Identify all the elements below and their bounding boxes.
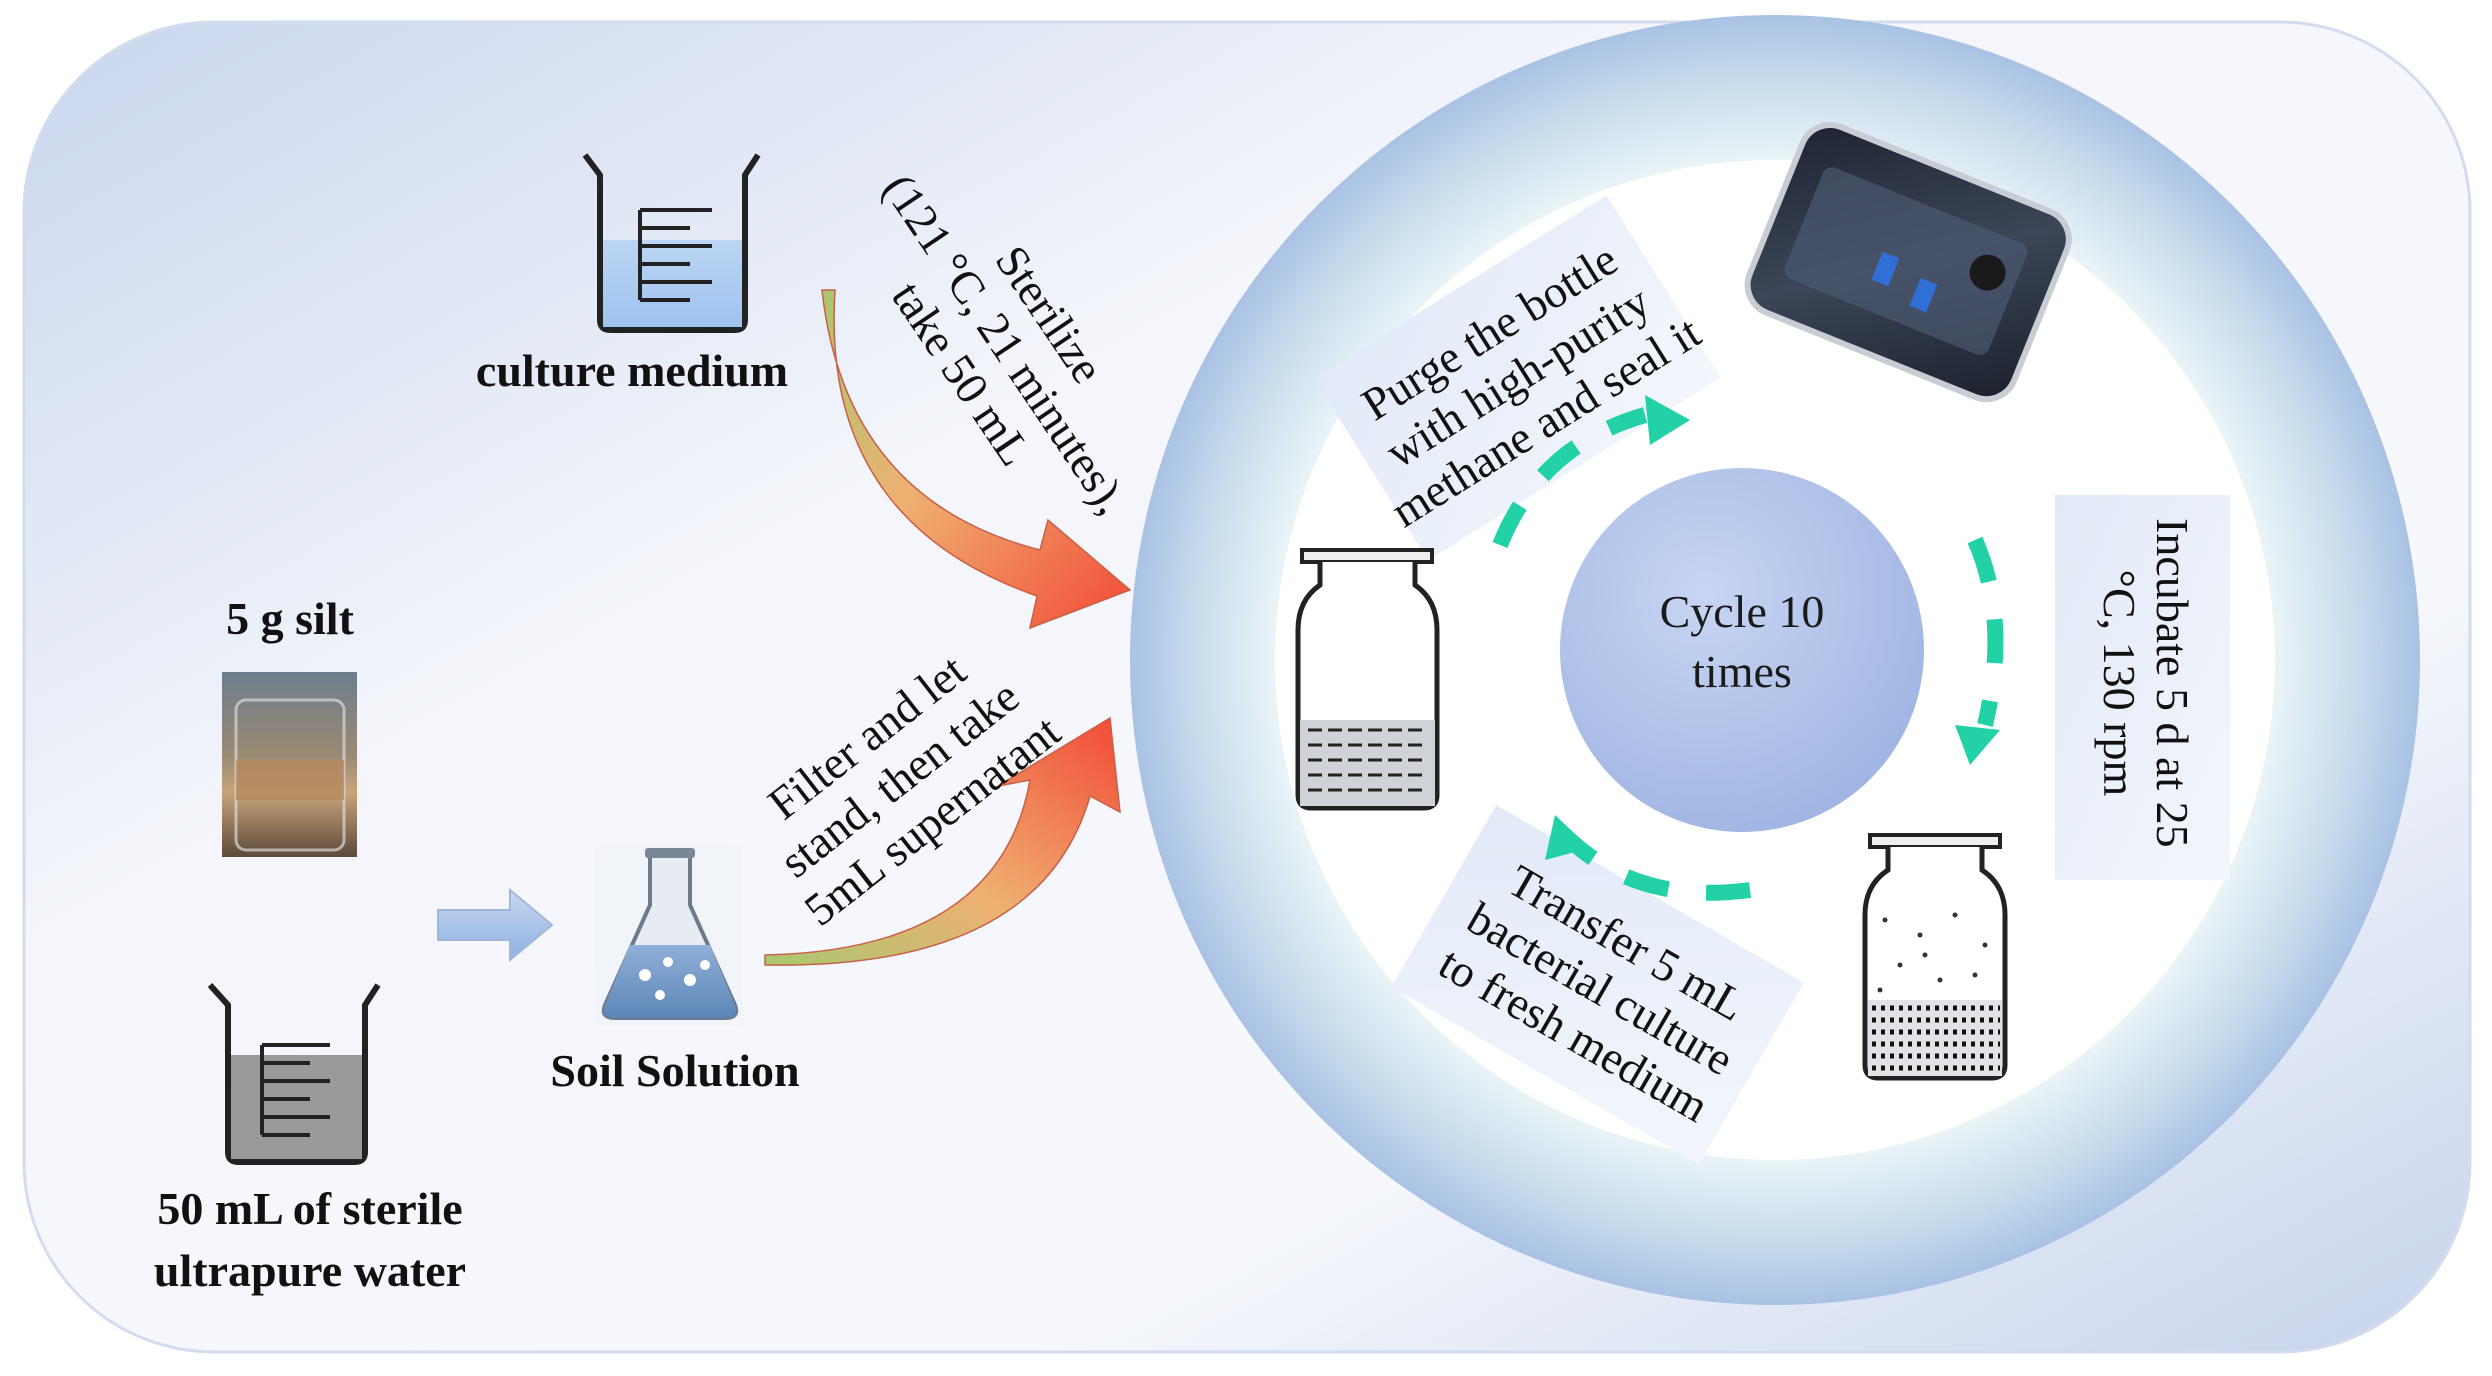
incubate-line1: Incubate 5 d at 25 — [2146, 518, 2198, 848]
culture-medium-label: culture medium — [475, 345, 789, 396]
to-soil-solution-arrow — [437, 887, 554, 963]
water-label-line1: 50 mL of sterile — [157, 1183, 463, 1234]
bottle-icon-left — [1295, 548, 1440, 811]
transfer-label-box — [1391, 805, 1804, 1165]
soil-solution-label: Soil Solution — [550, 1045, 800, 1096]
bottle-icon-right — [1862, 833, 2008, 1081]
cycle-center-text: Cycle 10 times — [1592, 582, 1892, 702]
silt-photo — [222, 672, 357, 857]
cycle-center-circle — [1560, 468, 1924, 832]
incubate-label-box — [2055, 495, 2230, 880]
water-label-line2: ultrapure water — [153, 1245, 467, 1296]
cycle-arrowheads — [1545, 395, 2000, 860]
incubator-photo — [1744, 122, 2072, 403]
sterilize-curved-arrow — [821, 289, 1132, 630]
cycle-line2: times — [1692, 645, 1792, 697]
sterile-water-beaker-icon — [207, 982, 381, 1165]
soil-solution-flask-icon — [595, 845, 743, 1025]
silt-label: 5 g silt — [226, 593, 354, 644]
incubate-step-text: Incubate 5 d at 25 °C, 130 rpm — [2092, 493, 2198, 873]
cycle-line1: Cycle 10 — [1659, 586, 1825, 637]
cycle-dashed-arrows — [1492, 407, 2004, 901]
culture-medium-beaker-icon — [582, 153, 761, 333]
purge-label-box — [1314, 195, 1721, 561]
filter-curved-arrow — [764, 716, 1121, 966]
incubate-line2: °C, 130 rpm — [2094, 569, 2145, 797]
